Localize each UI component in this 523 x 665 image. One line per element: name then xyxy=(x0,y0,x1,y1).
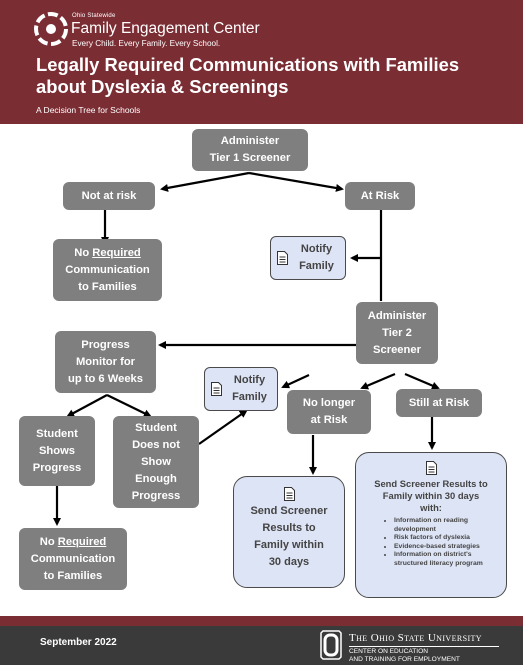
footer-divider xyxy=(349,646,499,647)
center-line: CENTER ON EDUCATION xyxy=(349,648,429,655)
node-text: Tier 2 xyxy=(382,326,412,339)
at-risk-node: At Risk xyxy=(345,182,415,210)
node-text: Screener xyxy=(373,343,421,356)
node-text: Not at risk xyxy=(81,189,137,202)
node-text: to Families xyxy=(78,280,137,293)
title-line-2: about Dyslexia & Screenings xyxy=(36,76,289,97)
node-text-underlined: Required xyxy=(92,246,141,259)
node-text: up to 6 Weeks xyxy=(67,372,144,385)
document-icon xyxy=(211,382,222,396)
send-results-node: Send Screener Results to Family within 3… xyxy=(233,476,345,588)
node-text: Shows xyxy=(38,444,76,457)
node-text: Student xyxy=(135,421,177,434)
node-text: Family xyxy=(299,260,334,272)
node-text: with: xyxy=(420,502,442,513)
student-not-enough-progress-node: Student Does not Show Enough Progress xyxy=(113,416,199,508)
node-text: Family xyxy=(232,391,267,403)
notify-text: Notify Family xyxy=(222,372,277,406)
university-name: The Ohio State University xyxy=(349,632,482,644)
tier2-screener-node: Administer Tier 2 Screener xyxy=(356,302,438,364)
node-text: No longer xyxy=(302,397,356,409)
send-results-detailed-node: Send Screener Results to Family within 3… xyxy=(355,452,507,598)
notify-family-node-2: Notify Family xyxy=(204,367,278,411)
node-text-underlined: Required xyxy=(57,535,107,548)
node-text: Progress xyxy=(81,338,130,351)
footer-accent-band xyxy=(0,616,523,626)
node-text: Results to xyxy=(262,522,316,534)
node-text: Administer xyxy=(220,135,280,147)
no-longer-at-risk-node: No longer at Risk xyxy=(287,390,371,434)
osu-block-o-logo xyxy=(320,630,342,660)
footer: September 2022 The Ohio State University… xyxy=(0,626,523,665)
university-name-text: The Ohio State University xyxy=(349,632,482,644)
node-text: Show xyxy=(141,455,171,468)
no-required-communication-node-2: No Required Communication to Families xyxy=(19,528,127,590)
header-banner: Ohio Statewide Family Engagement Center … xyxy=(0,0,523,124)
node-text: Communication xyxy=(30,552,116,565)
org-small-label: Ohio Statewide xyxy=(72,13,116,19)
node-text: Progress xyxy=(32,461,82,474)
node-text: Progress xyxy=(131,489,181,502)
center-line: AND TRAINING FOR EMPLOYMENT xyxy=(349,656,460,663)
node-text: Still at Risk xyxy=(408,396,470,409)
node-text: No Required xyxy=(40,534,107,551)
node-text: No Required xyxy=(74,245,141,262)
node-text: Administer xyxy=(367,309,427,322)
progress-monitor-node: Progress Monitor for up to 6 Weeks xyxy=(55,331,156,393)
family-engagement-logo xyxy=(34,12,68,46)
publication-date: September 2022 xyxy=(40,637,117,648)
notify-text: Notify Family xyxy=(288,241,345,275)
document-icon xyxy=(277,251,288,265)
node-text: Notify xyxy=(300,243,333,255)
tier1-screener-node: Administer Tier 1 Screener xyxy=(192,129,308,171)
node-text: Send Screener xyxy=(250,505,328,517)
node-text: Monitor for xyxy=(75,355,136,368)
student-shows-progress-node: Student Shows Progress xyxy=(19,416,95,486)
notify-family-node: Notify Family xyxy=(270,236,346,280)
center-name: CENTER ON EDUCATION AND TRAINING FOR EMP… xyxy=(349,648,460,664)
node-text: Tier 1 Screener xyxy=(209,152,291,164)
node-text: Does not xyxy=(132,438,180,451)
bullet-item: Evidence-based strategies xyxy=(394,543,500,552)
node-text: Family within 30 days xyxy=(382,490,480,501)
node-text: No xyxy=(39,535,58,548)
title-line-1: Legally Required Communications with Fam… xyxy=(36,54,460,75)
node-text: to Families xyxy=(43,569,103,582)
no-required-communication-node: No Required Communication to Families xyxy=(53,239,162,301)
document-icon xyxy=(283,487,295,501)
decision-tree: Administer Tier 1 Screener Not at risk A… xyxy=(0,124,523,616)
node-text: No xyxy=(74,246,93,259)
document-icon xyxy=(425,461,437,475)
org-name: Family Engagement Center xyxy=(71,20,260,37)
bullet-item: Information on district's structured lit… xyxy=(394,551,500,568)
node-text: Family within xyxy=(254,539,324,551)
node-text: Enough xyxy=(135,472,177,485)
node-text: at Risk xyxy=(310,414,348,426)
node-text: 30 days xyxy=(268,556,310,568)
node-text: Notify xyxy=(233,374,266,386)
page-title: Legally Required Communications with Fam… xyxy=(36,54,516,98)
bullet-item: Information on reading development xyxy=(394,517,500,534)
results-bullet-list: Information on reading development Risk … xyxy=(386,517,500,569)
node-text: Communication xyxy=(65,263,150,276)
still-at-risk-node: Still at Risk xyxy=(396,389,482,417)
connector-arrows xyxy=(53,171,440,526)
node-text: Student xyxy=(36,427,78,440)
page-subtitle: A Decision Tree for Schools xyxy=(36,105,141,115)
not-at-risk-node: Not at risk xyxy=(63,182,155,210)
node-text: Send Screener Results to xyxy=(374,478,488,489)
bullet-item: Risk factors of dyslexia xyxy=(394,534,500,543)
org-tagline: Every Child. Every Family. Every School. xyxy=(72,39,221,48)
node-text: At Risk xyxy=(360,189,400,202)
